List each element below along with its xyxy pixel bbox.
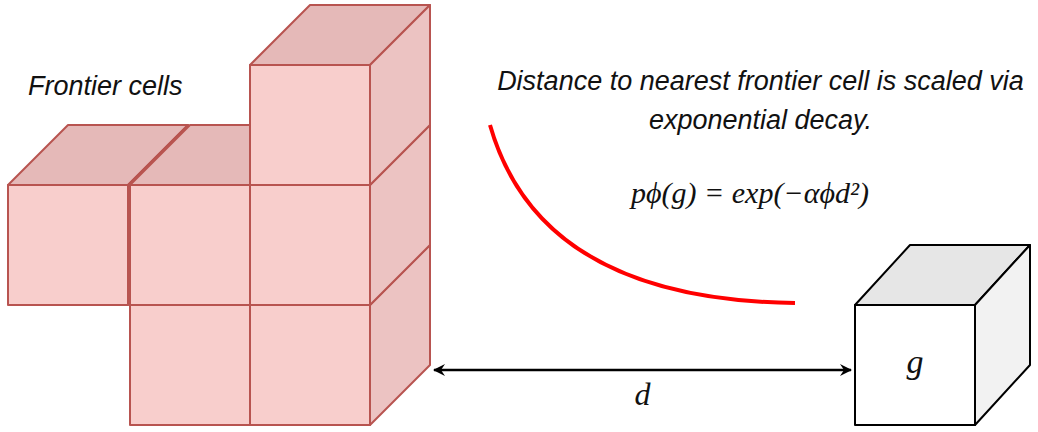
distance-label: d xyxy=(635,376,651,413)
cube-front xyxy=(8,185,128,305)
region-label: Frontier cells xyxy=(28,67,183,106)
cube-front xyxy=(855,305,975,425)
decay-curve xyxy=(490,125,795,303)
cube-side xyxy=(975,245,1030,425)
cell-label: g xyxy=(855,343,975,381)
frontier-cells: Frontier cells xyxy=(8,5,432,425)
note: Distance to nearest frontier cell is sca… xyxy=(478,62,1038,140)
formula: pϕ(g) = exp(−αϕd²) xyxy=(560,176,940,210)
cube-front xyxy=(250,185,370,305)
distance-arrow xyxy=(434,369,851,372)
cube-front xyxy=(250,65,370,185)
goal-cell: g xyxy=(855,305,975,425)
cube-front xyxy=(130,305,250,425)
cube-front xyxy=(130,185,250,305)
cube-side xyxy=(370,5,430,185)
cube-front xyxy=(250,305,370,425)
